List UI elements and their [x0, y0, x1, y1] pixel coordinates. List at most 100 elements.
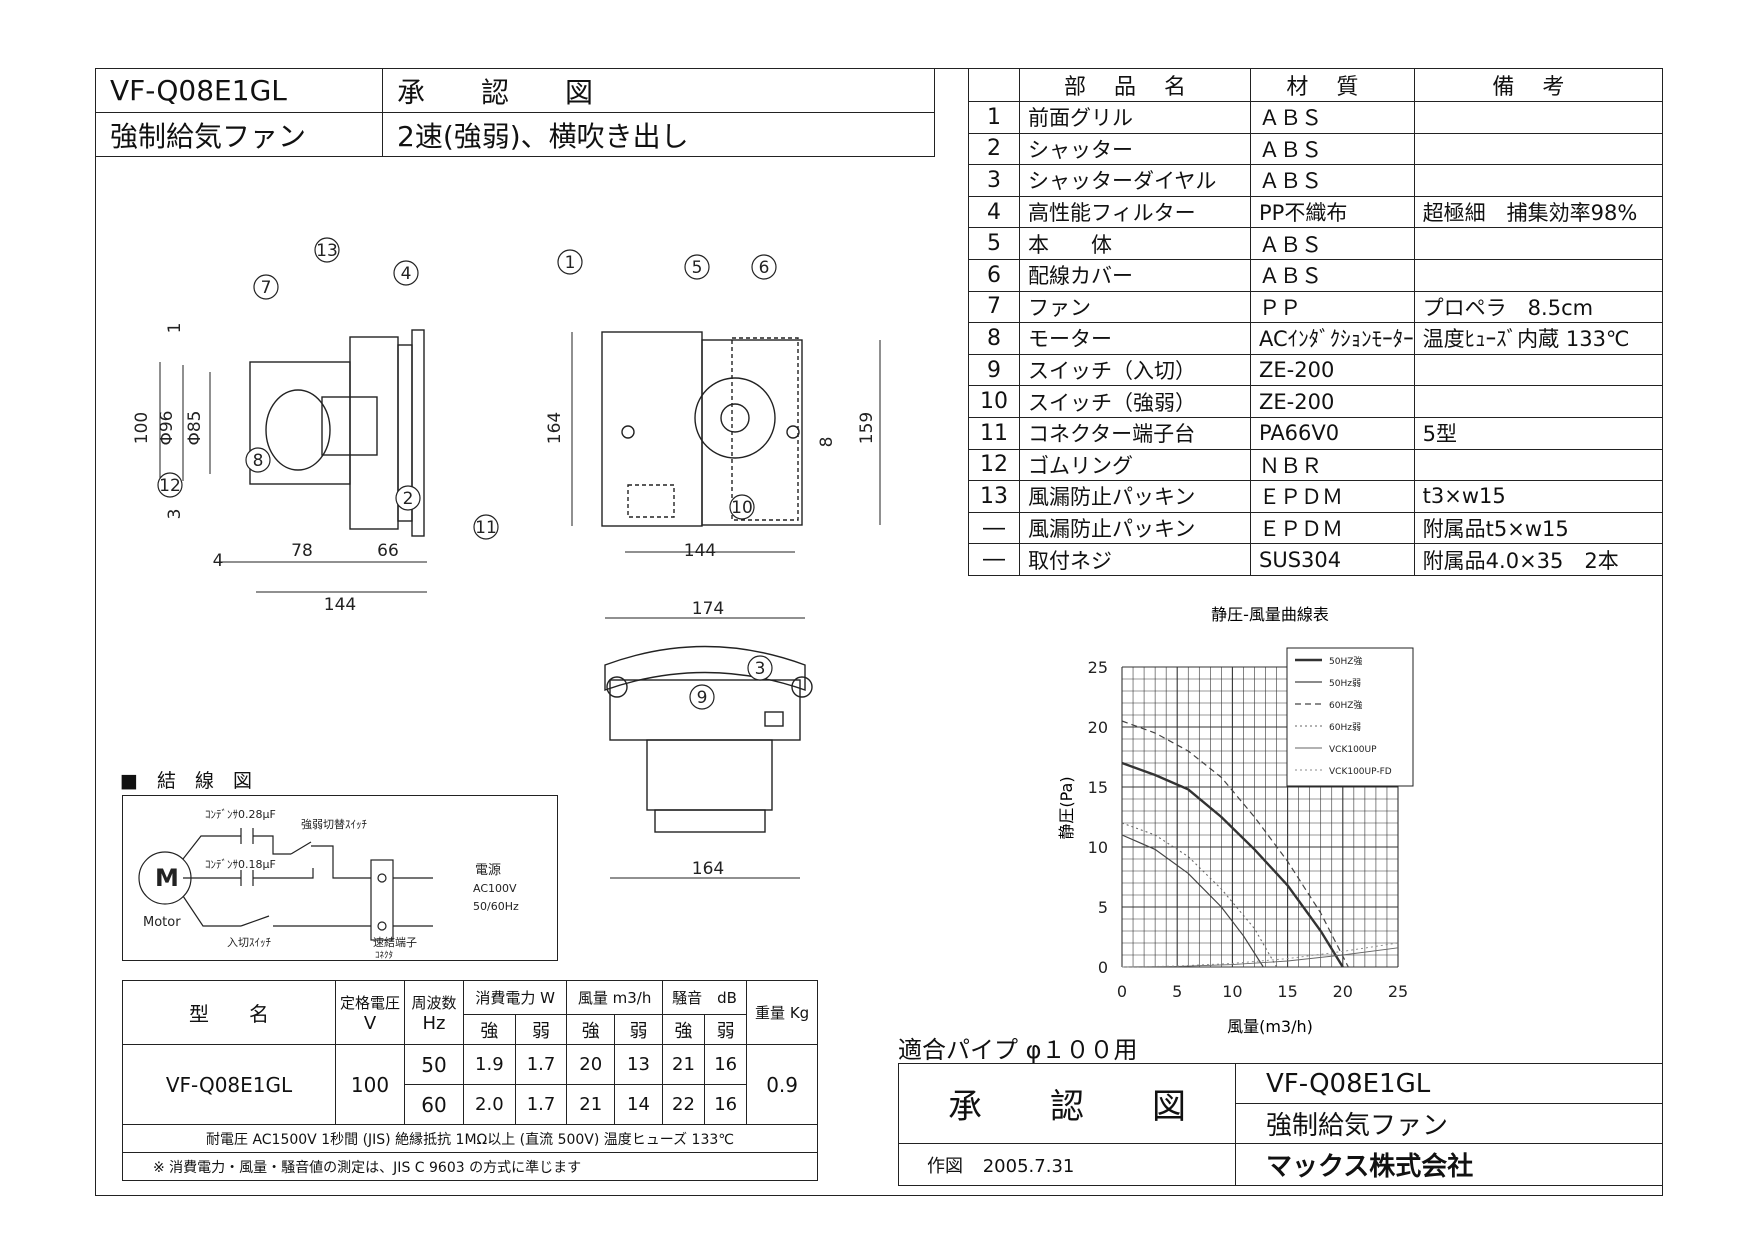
spec-head-noise-strong: 強: [661, 1014, 706, 1045]
spec-head-noise: 騒音 dB: [661, 980, 748, 1015]
spec-air-s-50: 20: [566, 1044, 616, 1085]
spec-head-voltage: 定格電圧 V: [335, 980, 405, 1045]
part-material: PP不織布: [1250, 195, 1415, 229]
part-name: 風漏防止パッキン: [1019, 511, 1251, 545]
wiring-motor-label: Motor: [143, 915, 181, 930]
part-material: ＡＢＳ: [1250, 258, 1415, 292]
wiring-terminal: 速結端子: [373, 935, 417, 949]
part-name: 配線カバー: [1019, 258, 1251, 292]
spec-power-w-60: 1.7: [514, 1084, 568, 1125]
title-drawn-label: 作図: [927, 1155, 963, 1177]
title-company: マックス株式会社: [1235, 1143, 1663, 1186]
part-name: シャッターダイヤル: [1019, 164, 1251, 197]
y-tick-label: 10: [1088, 838, 1108, 857]
part-no: 7: [968, 290, 1020, 324]
wiring-power-hz: 50/60Hz: [473, 900, 519, 913]
spec-head-freq: 周波数 Hz: [404, 980, 464, 1045]
part-no: 5: [968, 227, 1020, 260]
legend-label: 60Hz弱: [1329, 722, 1361, 733]
part-no: 13: [968, 480, 1020, 513]
wiring-speed-switch: 強弱切替ｽｲｯﾁ: [301, 817, 367, 831]
part-no: 6: [968, 258, 1020, 292]
part-name: コネクター端子台: [1019, 416, 1251, 450]
series-line: [1121, 834, 1264, 968]
callout-label: 6: [759, 258, 770, 278]
dim-front-h2: 159: [857, 412, 877, 444]
part-note: [1413, 132, 1664, 166]
wiring-motor-symbol: M: [155, 864, 179, 892]
front-view-grille: [601, 331, 703, 527]
callout-circle: [747, 655, 773, 681]
top-view-dial-right: [791, 676, 813, 698]
part-name: 高性能フィルター: [1019, 195, 1251, 229]
pipe-note: 適合パイプ φ１００用: [898, 1036, 1138, 1064]
part-name: 本 体: [1019, 227, 1251, 260]
series-line: [1121, 720, 1349, 968]
series-line: [1121, 942, 1399, 968]
chart-grid: [1121, 666, 1399, 968]
top-view-base: [654, 809, 766, 833]
part-no: 11: [968, 416, 1020, 450]
series-line: [1121, 761, 1344, 968]
callout-circle: [314, 237, 340, 263]
dim-top-w: 174: [692, 599, 724, 619]
terminal-pin-top: [377, 873, 387, 883]
part-name: シャッター: [1019, 132, 1251, 166]
part-material: SUS304: [1250, 543, 1415, 576]
spec-head-airflow-strong: 強: [566, 1014, 616, 1045]
callout-circle: [729, 494, 755, 520]
dim-side-gap-1: 1: [165, 323, 185, 334]
y-tick-label: 5: [1098, 898, 1108, 917]
wire-cap2-out: [253, 868, 314, 879]
dim-side-96: Φ96: [157, 410, 177, 445]
callout-label: 8: [253, 451, 264, 471]
part-name: スイッチ（強弱）: [1019, 385, 1251, 418]
part-material: ZE-200: [1250, 385, 1415, 418]
series-line: [1121, 947, 1399, 968]
spec-head-noise-weak: 弱: [704, 1014, 748, 1045]
spec-head-freq-unit: Hz: [422, 1012, 446, 1034]
spec-head-voltage-label: 定格電圧: [339, 993, 400, 1012]
side-view-grille: [411, 329, 425, 537]
part-note: 附属品t5×w15: [1413, 511, 1664, 545]
callout-circle: [684, 254, 710, 280]
front-view-screw-left: [621, 425, 635, 439]
callout-label: 7: [261, 278, 272, 298]
callout-label: 4: [401, 264, 412, 284]
dim-side-a: 78: [291, 541, 313, 561]
part-material: ZE-200: [1250, 353, 1415, 387]
spec-head-airflow-weak: 弱: [614, 1014, 663, 1045]
spec-head-power: 消費電力 W: [462, 980, 568, 1015]
callout-circle: [253, 274, 279, 300]
front-view-motor: [694, 377, 776, 459]
legend-label: VCK100UP-FD: [1329, 767, 1392, 777]
part-name: ファン: [1019, 290, 1251, 324]
dim-front-w: 144: [684, 541, 716, 561]
callout-circle: [395, 485, 421, 511]
parts-col-note: 備考: [1413, 68, 1664, 102]
terminal-block: [370, 859, 394, 941]
callout-label: 10: [731, 498, 753, 518]
part-note: 附属品4.0×35 2本: [1413, 543, 1664, 576]
wiring-cap2: ｺﾝﾃﾞﾝｻ0.18μF: [205, 858, 276, 871]
spec-noise-s-50: 21: [661, 1044, 706, 1085]
header-product: 強制給気ファン: [95, 112, 383, 157]
part-name: ゴムリング: [1019, 448, 1251, 482]
callout-label: 1: [565, 253, 576, 273]
part-no: 2: [968, 132, 1020, 166]
spec-model: VF-Q08E1GL: [122, 1044, 336, 1125]
wiring-power-switch: 入切ｽｲｯﾁ: [227, 936, 271, 949]
part-no: ―: [968, 511, 1020, 545]
legend-box: [1286, 647, 1414, 787]
